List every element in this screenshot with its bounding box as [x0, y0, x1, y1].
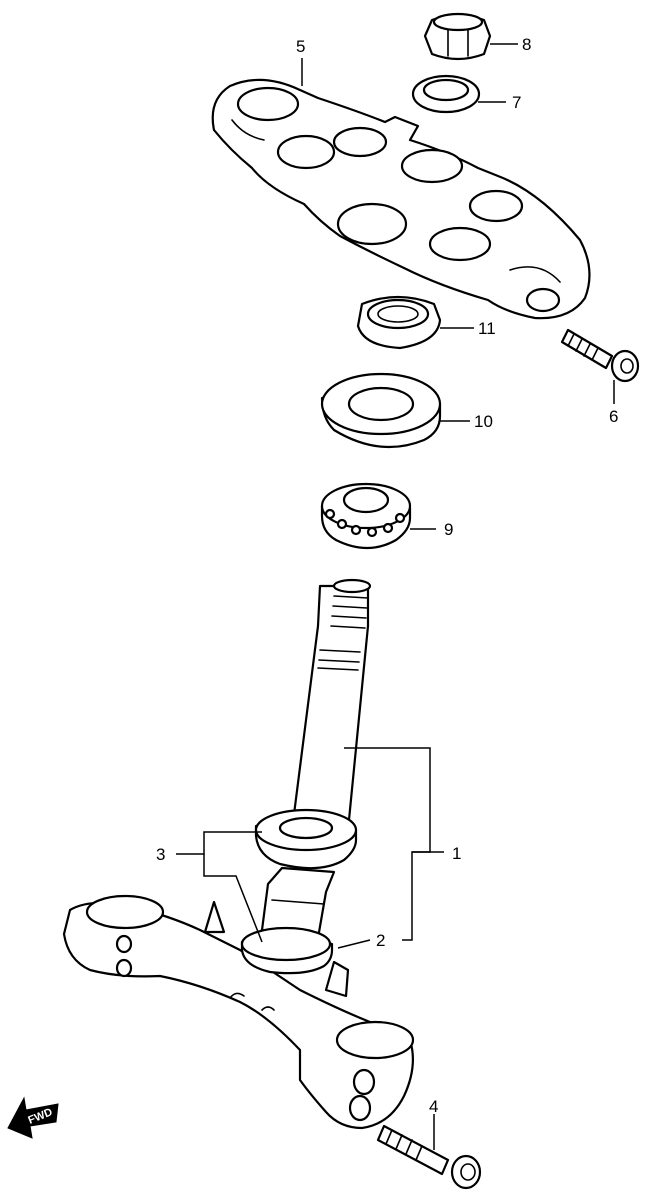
part-10-dust-seal — [320, 372, 442, 449]
callout-1: 1 — [452, 844, 461, 863]
leader-lines — [176, 43, 615, 1150]
part-8-cap-nut — [423, 12, 492, 61]
part-5-upper-bracket — [211, 78, 591, 320]
callout-3: 3 — [156, 845, 165, 864]
part-1-steering-stem — [62, 578, 415, 1130]
part-6-bolt — [560, 328, 640, 383]
part-2-lower-seal — [240, 926, 334, 975]
callout-9: 9 — [444, 520, 453, 539]
part-11-nut — [356, 295, 442, 350]
callout-5: 5 — [296, 37, 305, 56]
callout-8: 8 — [522, 35, 531, 54]
callout-10: 10 — [474, 412, 493, 431]
callout-2: 2 — [376, 931, 385, 950]
fwd-arrow-icon: FWD — [7, 1096, 59, 1139]
part-9-bearing — [320, 482, 412, 550]
part-4-bolt — [376, 1124, 482, 1190]
callout-4: 4 — [429, 1097, 438, 1116]
callout-7: 7 — [512, 93, 521, 112]
part-7-washer — [411, 74, 481, 114]
callouts: 5 8 7 11 6 10 9 1 2 3 4 — [156, 35, 618, 1116]
callout-11: 11 — [478, 319, 496, 338]
part-3-lower-bearing — [254, 808, 358, 870]
callout-6: 6 — [609, 407, 618, 426]
